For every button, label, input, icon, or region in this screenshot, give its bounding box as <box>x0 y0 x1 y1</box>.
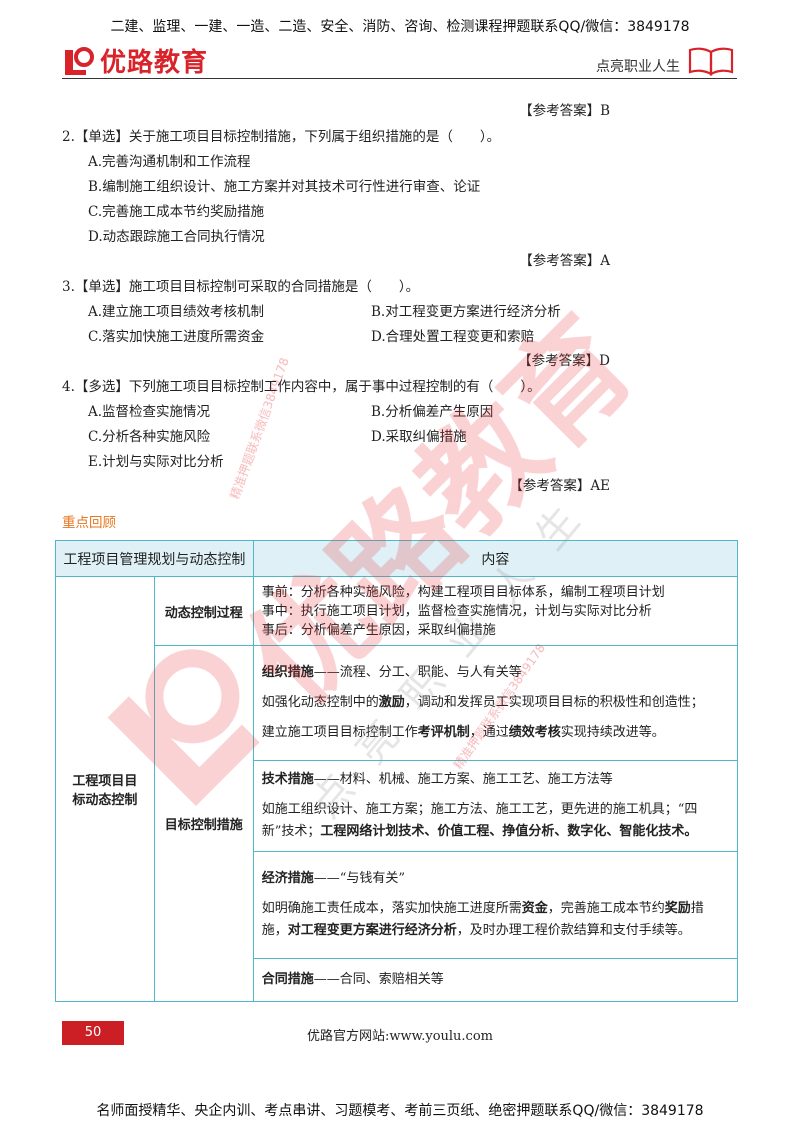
review-header-content: 内容 <box>252 540 739 577</box>
tech-text-1a: 如施工组织设计、施工方案；施工方法、施工工艺，更先进的施工机具；“四新”技术； <box>261 802 698 839</box>
contract-title-suffix: ——合同、索赔相关等 <box>313 972 444 987</box>
top-banner: 二建、监理、一建、一造、二造、安全、消防、咨询、检测课程押题联系QQ/微信：38… <box>110 19 690 35</box>
question-2-option-d: D.动态跟踪施工合同执行情况 <box>88 229 265 245</box>
econ-measures: 经济措施——“与钱有关” 如明确施工责任成本，落实加快施工进度所需资金，完善施工… <box>252 851 739 959</box>
brand-mark-icon <box>65 46 94 75</box>
tech-key-methods: 工程网络计划技术、价值工程、挣值分析、数字化、智能化技术。 <box>320 824 698 839</box>
org-key-evaluation: 考评机制 <box>417 725 470 740</box>
question-4-options-row-2: C.分析各种实施风险 D.采取纠偏措施 <box>62 425 740 450</box>
answer-prev: 【参考答案】B <box>519 103 610 119</box>
header-slogan: 点亮职业人生 <box>596 59 680 75</box>
review-main-label: 工程项目目标动态控制 <box>55 576 155 1002</box>
bottom-banner: 名师面授精华、央企内训、考点串讲、习题模考、考前三页纸、绝密押题联系QQ/微信：… <box>96 1103 704 1119</box>
question-4-option-b: B.分析偏差产生原因 <box>371 404 494 420</box>
question-3-option-b: B.对工程变更方案进行经济分析 <box>371 304 561 320</box>
org-key-performance: 绩效考核 <box>508 725 561 740</box>
question-3-options-row-1: A.建立施工项目绩效考核机制 B.对工程变更方案进行经济分析 <box>62 300 740 325</box>
question-3-option-c: C.落实加快施工进度所需资金 <box>88 329 265 345</box>
review-header-topic: 工程项目管理规划与动态控制 <box>55 540 254 577</box>
footer-website: 优路官方网站:www.youlu.com <box>307 1029 493 1044</box>
process-after: 事后：分析偏差产生原因，采取纠偏措施 <box>261 622 496 638</box>
contract-measures: 合同措施——合同、索赔相关等 <box>252 958 739 1002</box>
question-4-option-e: E.计划与实际对比分析 <box>88 454 224 470</box>
review-row-econ: 经济措施——“与钱有关” 如明确施工责任成本，落实加快施工进度所需资金，完善施工… <box>56 851 739 959</box>
brand-logo: 优路教育 <box>62 42 208 79</box>
org-title-suffix: ——流程、分工、职能、与人有关等 <box>313 665 522 680</box>
open-book-icon <box>688 47 734 76</box>
question-4-answer: 【参考答案】AE <box>509 478 610 494</box>
question-4-options-row-1: A.监督检查实施情况 B.分析偏差产生原因 <box>62 400 740 425</box>
question-2-option-a: A.完善沟通机制和工作流程 <box>88 154 251 170</box>
econ-text-2a: 措施， <box>261 901 704 938</box>
process-label: 动态控制过程 <box>153 576 254 646</box>
org-text-2a: 建立施工项目目标控制工作 <box>261 725 418 740</box>
question-2-option-b: B.编制施工组织设计、施工方案并对其技术可行性进行审查、论证 <box>88 179 481 195</box>
question-3-stem: 3.【单选】施工项目目标控制可采取的合同措施是（ ）。 <box>62 279 420 295</box>
question-4-stem: 4.【多选】下列施工项目目标控制工作内容中，属于事中过程控制的有（ ）。 <box>62 379 541 395</box>
org-text-2e: 实现持续改进等。 <box>560 725 665 740</box>
review-section-title: 重点回顾 <box>62 515 116 531</box>
econ-text-1c: ，完善施工成本节约 <box>547 901 665 916</box>
process-during: 事中：执行施工项目计划，监督检查实施情况，计划与实际对比分析 <box>261 603 652 619</box>
process-before: 事前：分析各种实施风险，构建工程项目目标体系，编制工程项目计划 <box>261 584 665 600</box>
tech-title-suffix: ——材料、机械、施工方案、施工工艺、施工方法等 <box>313 772 613 787</box>
econ-title: 经济措施 <box>261 871 314 886</box>
review-row-org: 目标控制措施 组织措施——流程、分工、职能、与人有关等 如强化动态控制中的激励，… <box>56 645 739 1002</box>
econ-title-suffix: ——“与钱有关” <box>313 871 406 886</box>
org-text-1a: 如强化动态控制中的 <box>261 695 379 710</box>
question-3-answer: 【参考答案】D <box>518 353 610 369</box>
review-table: 工程项目管理规划与动态控制 内容 工程项目目标动态控制 动态控制过程 事前：分析… <box>55 540 739 1002</box>
contract-title: 合同措施 <box>261 972 314 987</box>
econ-text-2c: ，及时办理工程价款结算和支付手续等。 <box>456 923 691 938</box>
question-3-option-a: A.建立施工项目绩效考核机制 <box>88 304 265 320</box>
question-list: 【参考答案】B 2.【单选】关于施工项目目标控制措施，下列属于组织措施的是（ ）… <box>62 100 740 499</box>
org-text-2c: ，通过 <box>469 725 509 740</box>
process-detail: 事前：分析各种实施风险，构建工程项目目标体系，编制工程项目计划 事中：执行施工项… <box>252 576 739 646</box>
page-header: 优路教育 点亮职业人生 <box>62 42 740 82</box>
tech-title: 技术措施 <box>261 772 314 787</box>
question-2-answer: 【参考答案】A <box>519 253 610 269</box>
org-measures: 组织措施——流程、分工、职能、与人有关等 如强化动态控制中的激励，调动和发挥员工… <box>252 645 739 761</box>
question-4-option-c: C.分析各种实施风险 <box>88 429 211 445</box>
measures-label: 目标控制措施 <box>153 645 254 1002</box>
question-4-option-a: A.监督检查实施情况 <box>88 404 211 420</box>
review-row-contract: 合同措施——合同、索赔相关等 <box>56 958 739 1002</box>
econ-key-reward: 奖励 <box>664 901 691 916</box>
econ-text-1a: 如明确施工责任成本，落实加快施工进度所需 <box>261 901 522 916</box>
review-table-header-row: 工程项目管理规划与动态控制 内容 <box>55 540 739 577</box>
question-4-option-d: D.采取纠偏措施 <box>371 429 467 445</box>
review-row-process: 工程项目目标动态控制 动态控制过程 事前：分析各种实施风险，构建工程项目目标体系… <box>55 576 739 1002</box>
question-2-stem: 2.【单选】关于施工项目目标控制措施，下列属于组织措施的是（ ）。 <box>62 129 501 145</box>
question-3-options-row-2: C.落实加快施工进度所需资金 D.合理处置工程变更和索赔 <box>62 325 740 350</box>
question-2-option-c: C.完善施工成本节约奖励措施 <box>88 204 265 220</box>
org-title: 组织措施 <box>261 665 314 680</box>
page-number: 50 <box>62 1021 124 1045</box>
econ-key-funds: 资金 <box>521 901 548 916</box>
question-3-option-d: D.合理处置工程变更和索赔 <box>371 329 535 345</box>
econ-key-analysis: 对工程变更方案进行经济分析 <box>287 923 457 938</box>
tech-measures: 技术措施——材料、机械、施工方案、施工工艺、施工方法等 如施工组织设计、施工方案… <box>252 760 739 852</box>
org-key-incentive: 激励 <box>378 695 405 710</box>
review-row-tech: 技术措施——材料、机械、施工方案、施工工艺、施工方法等 如施工组织设计、施工方案… <box>56 760 739 852</box>
logo-text: 优路教育 <box>100 48 209 78</box>
org-text-1c: ，调动和发挥员工实现项目目标的积极性和创造性； <box>404 695 704 710</box>
header-divider <box>62 78 737 79</box>
